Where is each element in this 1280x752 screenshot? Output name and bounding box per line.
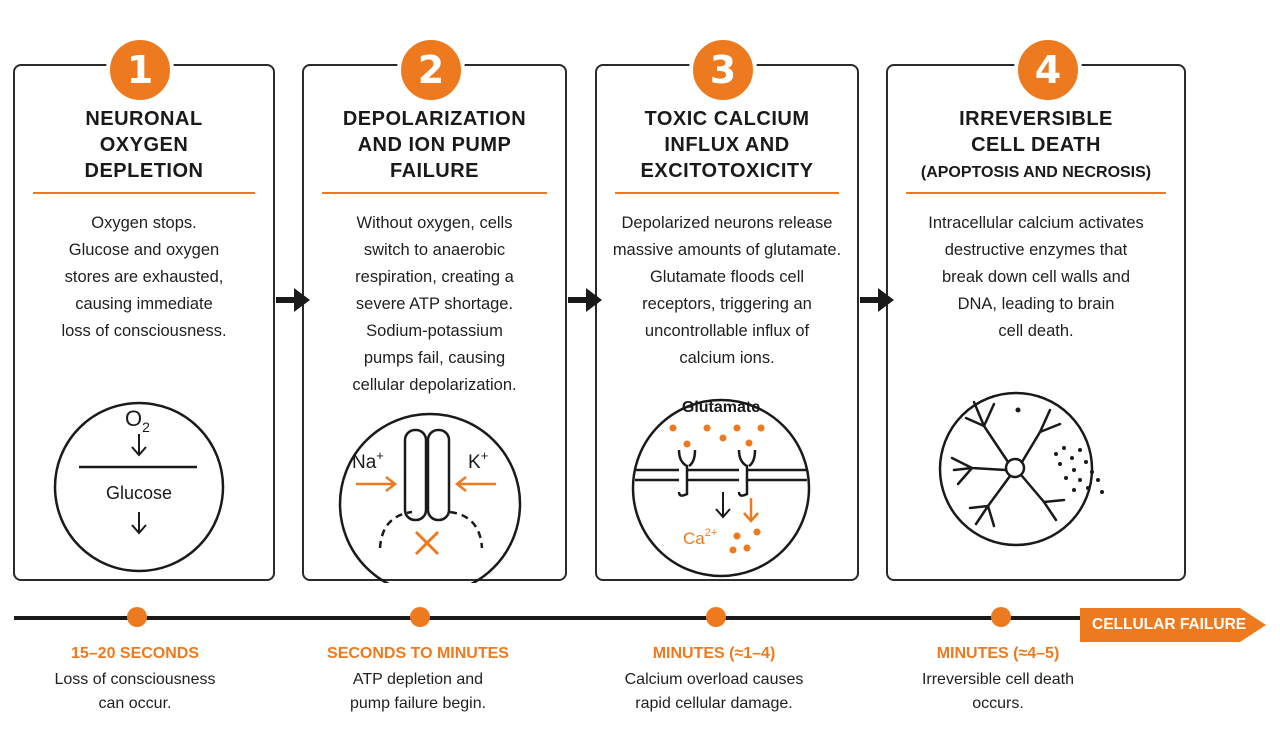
potassium-label: K+: [468, 448, 488, 473]
timeline-caption: ATP depletion and pump failure begin.: [349, 671, 487, 712]
calcium-label: Ca2+: [683, 527, 717, 548]
step-title: IRREVERSIBLE CELL DEATH (APOPTOSIS AND N…: [898, 106, 1174, 186]
step-number-badge-3: 3: [689, 36, 757, 104]
title-divider: [906, 192, 1166, 194]
step-title: TOXIC CALCIUM INFLUX AND EXCITOTOXICITY: [640, 108, 814, 182]
cellular-failure-label: CELLULAR FAILURE: [1092, 616, 1247, 633]
failure-x-icon: [414, 530, 440, 556]
arrow-right-icon: [568, 288, 602, 312]
arrow-down-icon: [131, 434, 147, 457]
step-number-badge-2: 2: [397, 36, 465, 104]
arrow-down-icon: [715, 492, 731, 519]
timeline-label-3: MINUTES (≈1–4) Calcium overload causes r…: [594, 644, 834, 716]
step-number-badge-4: 4: [1014, 36, 1082, 104]
timeline-time: SECONDS TO MINUTES: [327, 645, 509, 662]
timeline-marker-2: [410, 607, 430, 627]
nucleus: [1004, 457, 1026, 479]
debris-dots: [1054, 446, 1104, 494]
step-number-badge-1: 1: [106, 36, 174, 104]
timeline-caption: Calcium overload causes rapid cellular d…: [624, 671, 804, 712]
title-divider: [615, 192, 839, 194]
glutamate-label: Glutamate: [682, 399, 760, 416]
oxygen-glucose-illustration: O2 Glucose: [53, 401, 225, 573]
arrow-right-icon: [356, 476, 398, 492]
step-description: Depolarized neurons release massive amou…: [612, 214, 842, 367]
timeline-time: 15–20 SECONDS: [70, 645, 200, 662]
arrow-right-icon: [276, 288, 310, 312]
calcium-dots: [729, 528, 761, 554]
step-subtitle: (APOPTOSIS AND NECROSIS): [920, 164, 1152, 181]
step-description: Without oxygen, cells switch to anaerobi…: [352, 214, 517, 394]
dying-neuron-illustration: [938, 391, 1104, 547]
timeline-label-1: 15–20 SECONDS Loss of consciousness can …: [15, 644, 255, 716]
timeline-marker-3: [706, 607, 726, 627]
glucose-label: Glucose: [106, 483, 172, 503]
arrow-left-icon: [454, 476, 496, 492]
timeline-caption: Loss of consciousness can occur.: [54, 671, 216, 712]
step-description: Oxygen stops. Glucose and oxygen stores …: [61, 214, 227, 340]
timeline-label-2: SECONDS TO MINUTES ATP depletion and pum…: [298, 644, 538, 716]
title-divider: [322, 192, 547, 194]
arrow-right-icon: [860, 288, 894, 312]
sodium-label: Na+: [352, 448, 384, 473]
step-card-4: IRREVERSIBLE CELL DEATH (APOPTOSIS AND N…: [886, 64, 1186, 581]
cellular-failure-banner: CELLULAR FAILURE: [1080, 608, 1266, 642]
timeline-time: MINUTES (≈1–4): [652, 645, 776, 662]
arrow-down-icon: [743, 498, 759, 523]
step-card-2: DEPOLARIZATION AND ION PUMP FAILURE With…: [302, 64, 567, 583]
step-description: Intracellular calcium activates destruct…: [928, 214, 1144, 340]
ion-channel-right: [426, 428, 451, 522]
ion-pump-illustration: Na+ K+: [338, 412, 522, 583]
ion-channel-left: [403, 428, 428, 522]
timeline-marker-4: [991, 607, 1011, 627]
step-title: DEPOLARIZATION AND ION PUMP FAILURE: [342, 108, 527, 182]
title-divider: [33, 192, 255, 194]
step-title: NEURONAL OXYGEN DEPLETION: [84, 108, 204, 182]
timeline-axis: [14, 616, 1094, 620]
step-card-3: TOXIC CALCIUM INFLUX AND EXCITOTOXICITY …: [595, 64, 859, 581]
o2-label: O2: [125, 406, 150, 435]
arrow-down-icon: [131, 512, 147, 535]
receptor-right: [737, 449, 757, 497]
timeline-label-4: MINUTES (≈4–5) Irreversible cell death o…: [878, 644, 1118, 716]
receptor-left: [677, 449, 697, 497]
neuron-branches: [950, 400, 1066, 528]
glutamate-illustration: Glutamate Ca2+: [631, 398, 811, 578]
timeline-marker-1: [127, 607, 147, 627]
timeline-time: MINUTES (≈4–5): [936, 645, 1060, 662]
step-card-1: NEURONAL OXYGEN DEPLETION Oxygen stops. …: [13, 64, 275, 581]
timeline-caption: Irreversible cell death occurs.: [921, 671, 1075, 712]
glutamate-dots: [669, 424, 765, 448]
